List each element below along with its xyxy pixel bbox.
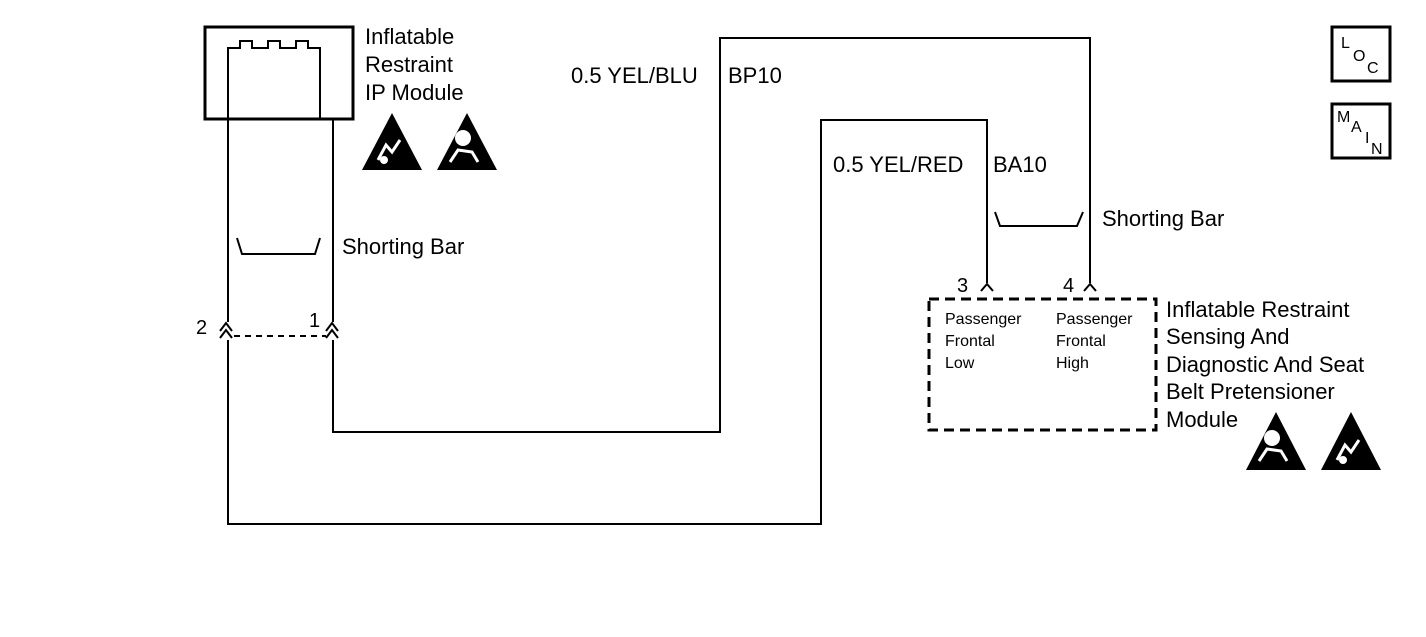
airbag-warning-icon	[437, 113, 497, 170]
sdm-pin-3-terminal	[980, 282, 994, 292]
wire-yel-red	[227, 119, 988, 525]
ip-shorting-bar-label: Shorting Bar	[342, 234, 464, 259]
loc-button[interactable]: L O C	[1330, 25, 1392, 83]
loc-letter-c: C	[1367, 60, 1379, 77]
sdm-pin-4-desc-1: Passenger	[1056, 311, 1133, 328]
wire-red-color-label: 0.5 YEL/RED	[833, 152, 963, 177]
main-letter-a: A	[1351, 119, 1362, 136]
sdm-name-line-5: Module	[1166, 407, 1238, 432]
main-letter-n: N	[1371, 141, 1383, 158]
wire-blue-circuit-label: BP10	[728, 63, 782, 88]
ip-pin-1-label: 1	[309, 310, 320, 332]
sdm-name-line-1: Inflatable Restraint	[1166, 297, 1349, 322]
airbag-warning-icon	[1246, 412, 1306, 470]
main-button[interactable]: M A I N	[1330, 102, 1392, 160]
main-letter-i: I	[1365, 130, 1369, 147]
sdm-pin-3-desc-1: Passenger	[945, 311, 1022, 328]
sdm-pin-3-desc-3: Low	[945, 355, 975, 372]
ip-module-name-line-1: Inflatable	[365, 24, 454, 49]
sdm-module-box	[927, 297, 1158, 432]
ip-module-name-line-2: Restraint	[365, 52, 453, 77]
sdm-pin-3-number: 3	[957, 275, 968, 297]
ip-pin-1-terminal	[325, 321, 339, 339]
ip-pin-2-terminal	[219, 321, 233, 339]
sdm-pin-4-desc-3: High	[1056, 355, 1089, 372]
main-letter-m: M	[1337, 109, 1350, 126]
loc-letter-o: O	[1353, 48, 1365, 65]
sdm-name-line-4: Belt Pretensioner	[1166, 379, 1335, 404]
ip-module-name-line-3: IP Module	[365, 80, 464, 105]
ip-pin-2-label: 2	[196, 317, 207, 339]
esd-warning-icon	[1321, 412, 1381, 470]
sdm-name-line-2: Sensing And	[1166, 324, 1290, 349]
wire-red-circuit-label: BA10	[993, 152, 1047, 177]
ip-module-connector	[203, 25, 355, 121]
wire-yel-blu	[332, 37, 1091, 433]
loc-letter-l: L	[1341, 35, 1350, 52]
sdm-shorting-bar-label: Shorting Bar	[1102, 206, 1224, 231]
sdm-pin-4-terminal	[1083, 282, 1097, 292]
sdm-pin-4-desc-2: Frontal	[1056, 333, 1106, 350]
wire-blue-color-label: 0.5 YEL/BLU	[571, 63, 698, 88]
sdm-pin-4-number: 4	[1063, 275, 1074, 297]
sdm-name-line-3: Diagnostic And Seat	[1166, 352, 1364, 377]
sdm-pin-3-desc-2: Frontal	[945, 333, 995, 350]
esd-warning-icon	[362, 113, 422, 170]
